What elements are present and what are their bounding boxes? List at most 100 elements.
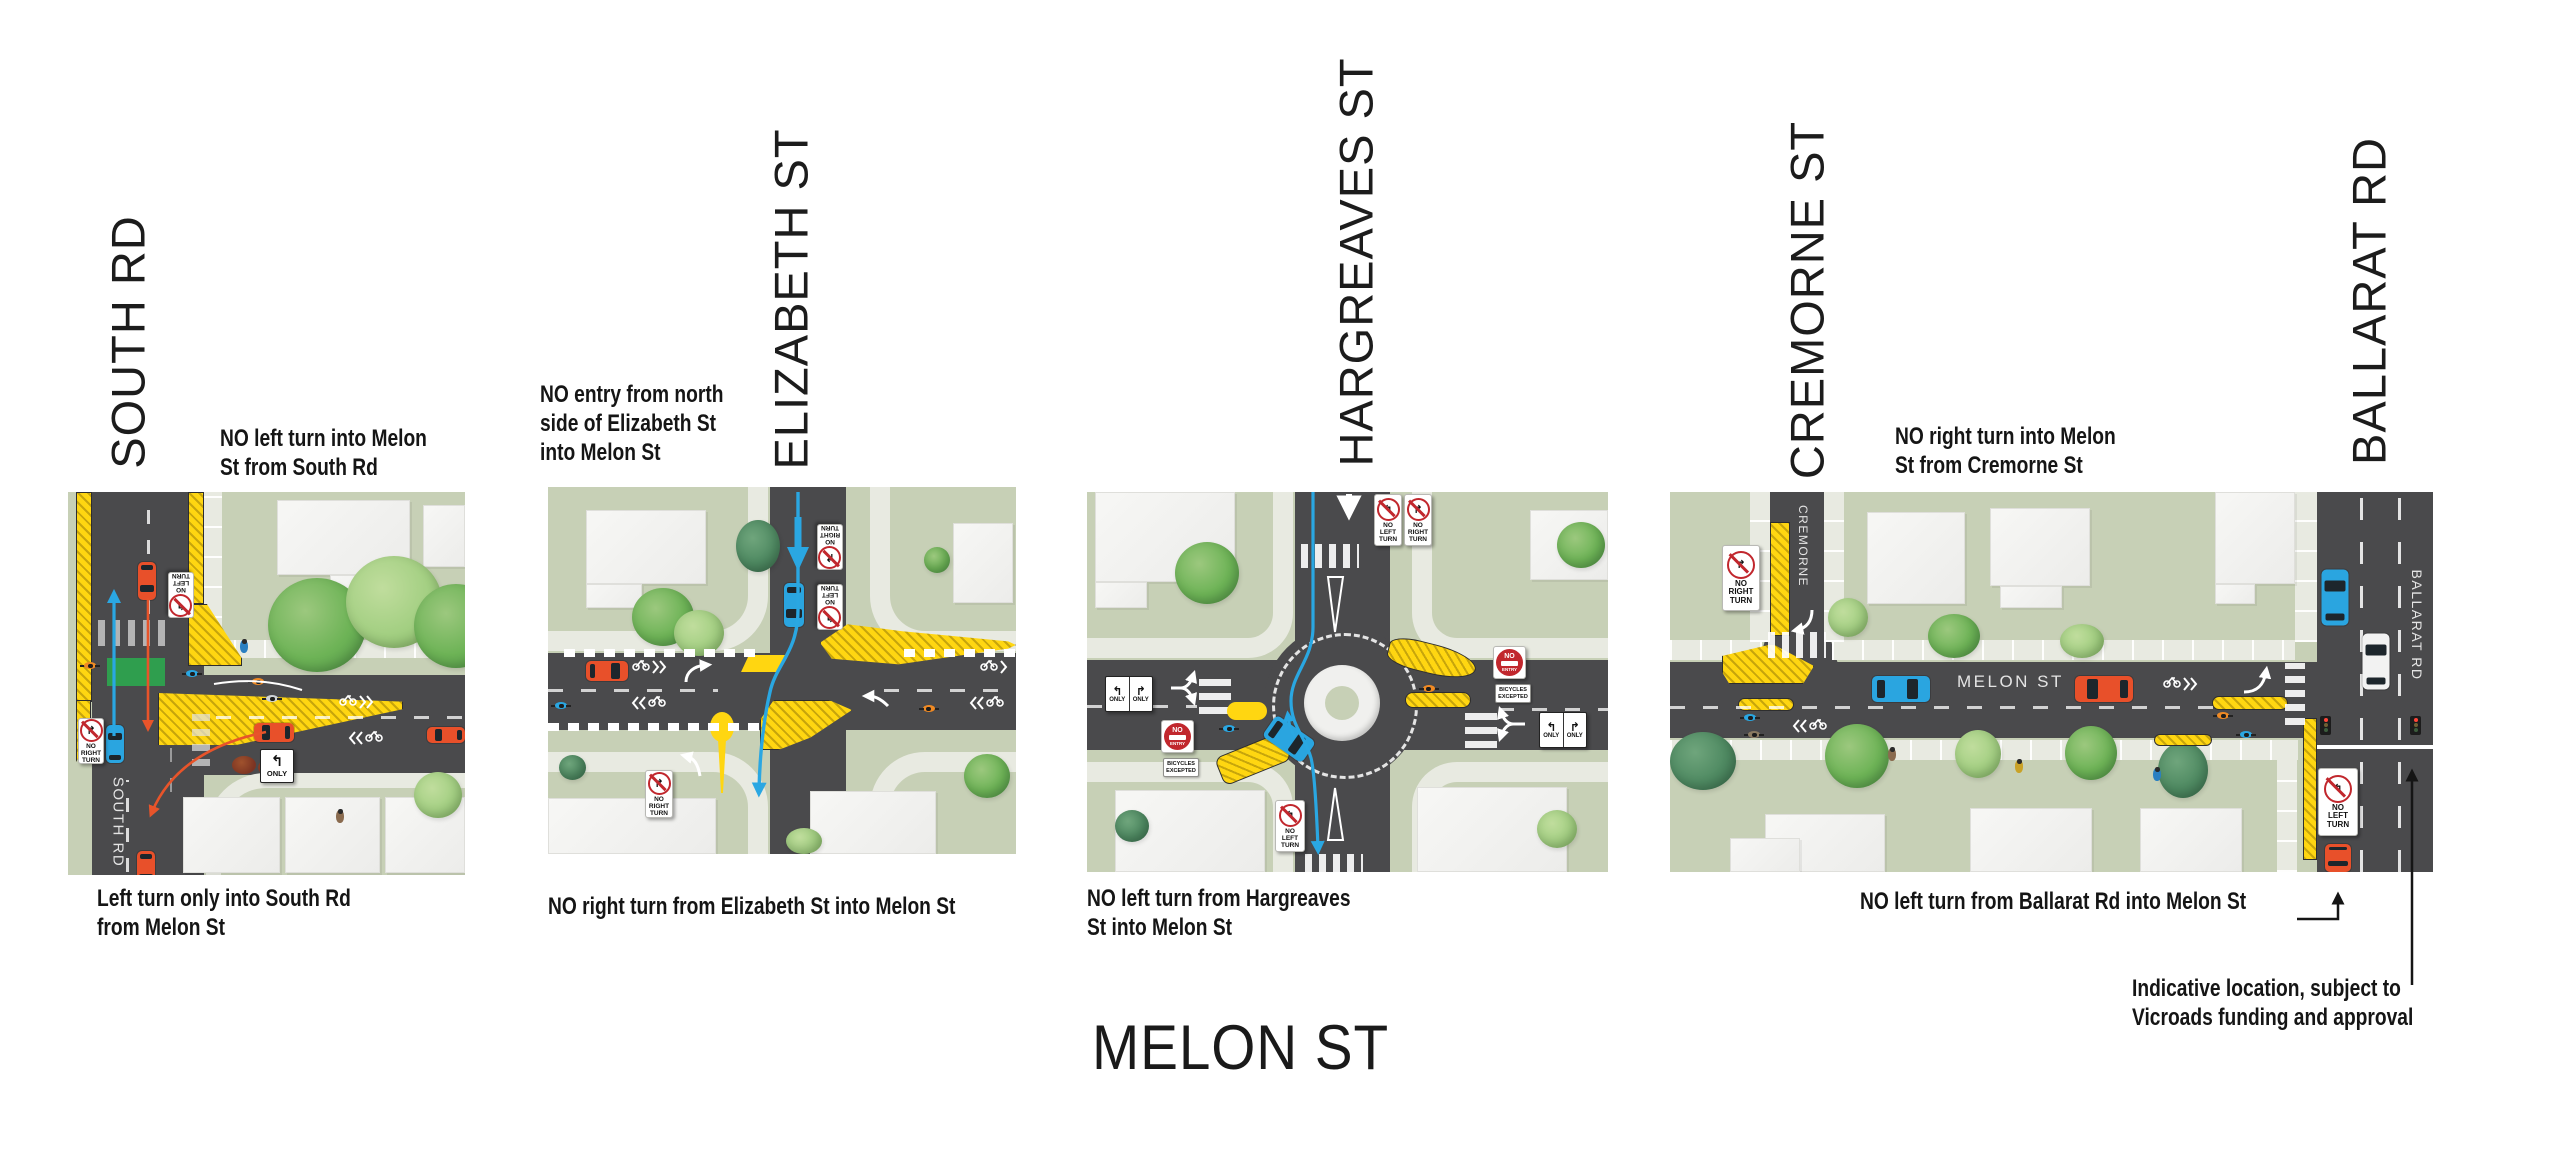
tree [1115,810,1149,842]
roundabout-island [1325,686,1359,720]
cyclist [1744,730,1764,739]
giveway-line-south [548,723,764,731]
left-turn-only-sign: ↰ ONLY [260,749,294,783]
bush [232,756,256,774]
lane-dash [170,742,172,792]
elbow-pointer-arrow [2297,891,2345,921]
melon-centerline [1670,706,2215,709]
car-white-ballarat [2362,633,2390,690]
annotation-elizabeth-top: NO entry from north side of Elizabeth St… [540,381,724,466]
tree [786,828,822,854]
green-bike-box [107,658,165,686]
traffic-signal [2410,716,2421,735]
tree [1828,598,1868,637]
footpath-corner [1087,492,1293,658]
car-red-ballarat-south [2325,844,2351,872]
tree [964,754,1010,798]
building [953,523,1013,603]
yellow-kerb-cremorne [1770,522,1790,636]
cyclist [80,661,100,670]
yellow-median-strip [2212,696,2288,710]
yellow-island-west [1227,702,1267,720]
tree [1175,542,1239,604]
ballarat-lane-line [2398,757,2401,872]
tree [1670,732,1736,790]
zebra-crossing-cremorne [1768,632,1826,658]
only-lanes-sign: ↰ONLY ↱ONLY [1539,712,1587,748]
centerline-south [126,780,129,872]
tree [1537,810,1577,848]
annotation-elizabeth-bottom: NO right turn from Elizabeth St into Mel… [548,893,956,920]
no-turn-icon: ↱ [647,771,671,795]
no-right-turn-sign: ↱ NO RIGHT TURN [817,524,843,570]
building [548,798,716,854]
tree [2065,726,2117,780]
yellow-kerb-ballarat [2303,718,2317,860]
zebra-crossing-west [1199,676,1231,714]
building [2000,586,2062,608]
building [586,584,642,608]
right-only-cell: ↱ONLY [1128,677,1153,711]
bicycles-excepted-plate: BICYCLES EXCEPTED [1163,758,1199,777]
no-turn-icon: ↰ [1278,803,1302,827]
car-red-melon [254,723,294,742]
ballarat-lane-line [2360,492,2363,740]
pedestrian [2015,759,2023,773]
yellow-kerb-west [76,492,92,702]
building [1970,808,2092,872]
building [285,797,380,873]
tree [1825,724,1889,788]
building [586,510,706,584]
tree [736,520,780,572]
pedestrian [240,639,248,653]
bicycles-excepted-plate: BICYCLES EXCEPTED [1495,684,1531,703]
pedestrian [2153,767,2161,781]
yellow-island-east [1405,692,1471,708]
street-title-south-rd: SOUTH RD [101,215,155,469]
left-hook-arrow-icon: ↰ [270,752,284,770]
yellow-median-stem [718,739,726,793]
tree [924,547,950,573]
cyclist [2236,730,2256,739]
map-panel-cremorne-ballarat: ↱ NO RIGHT TURN ↰ NO LEFT TURN CREMORNE … [1670,492,2433,872]
road-label-south-rd: SOUTH RD [109,776,127,868]
building [2140,808,2242,872]
building [2215,584,2255,604]
building [1867,512,1965,604]
zebra-crossing-melon [2285,663,2305,725]
zebra-crossing-south [1305,854,1363,872]
no-left-turn-sign: ↰ NO LEFT TURN [817,584,843,630]
yellow-median-strip [1738,698,1794,711]
tree [414,772,462,818]
car-red-eastbound [586,661,628,681]
map-panel-south-rd: ↱ NO RIGHT TURN ↰ NO LEFT TURN ↰ ONLY SO… [68,492,465,875]
cyclist [919,704,939,713]
road-label-ballarat-rd: BALLARAT RD [2409,569,2425,681]
road-label-cremorne: CREMORNE [1796,504,1810,588]
no-right-turn-sign: ↱ NO RIGHT TURN [645,770,673,818]
cyclist [551,701,571,710]
ballarat-lane-line [2360,757,2363,872]
no-left-turn-sign: ↰ NO LEFT TURN [2318,768,2358,836]
tree [559,755,586,780]
stop-line [2317,745,2433,749]
tree [1557,522,1605,568]
ballarat-lane-line [2398,492,2401,740]
annotation-south-rd-bottom: Left turn only into South Rd from Melon … [97,885,351,941]
tree [2158,742,2208,798]
no-right-turn-sign: ↱ NO RIGHT TURN [78,718,104,764]
annotation-south-rd-top: NO left turn into Melon St from South Rd [220,425,427,481]
only-lanes-sign: ↰ONLY ↱ONLY [1105,676,1153,712]
no-left-turn-sign: ↰ NO LEFT TURN [168,572,194,618]
melon-centerline [216,716,465,719]
no-left-turn-sign: ↰ NO LEFT TURN [1374,494,1402,546]
annotation-hargreaves-bottom: NO left turn from Hargreaves St into Mel… [1087,885,1351,941]
car-blue-melon [1872,676,1930,702]
cyclist [248,677,268,686]
annotation-ballarat-bottom: NO left turn from Ballarat Rd into Melon… [1860,888,2247,915]
annotation-cremorne-top: NO right turn into Melon St from Cremorn… [1895,423,2116,479]
